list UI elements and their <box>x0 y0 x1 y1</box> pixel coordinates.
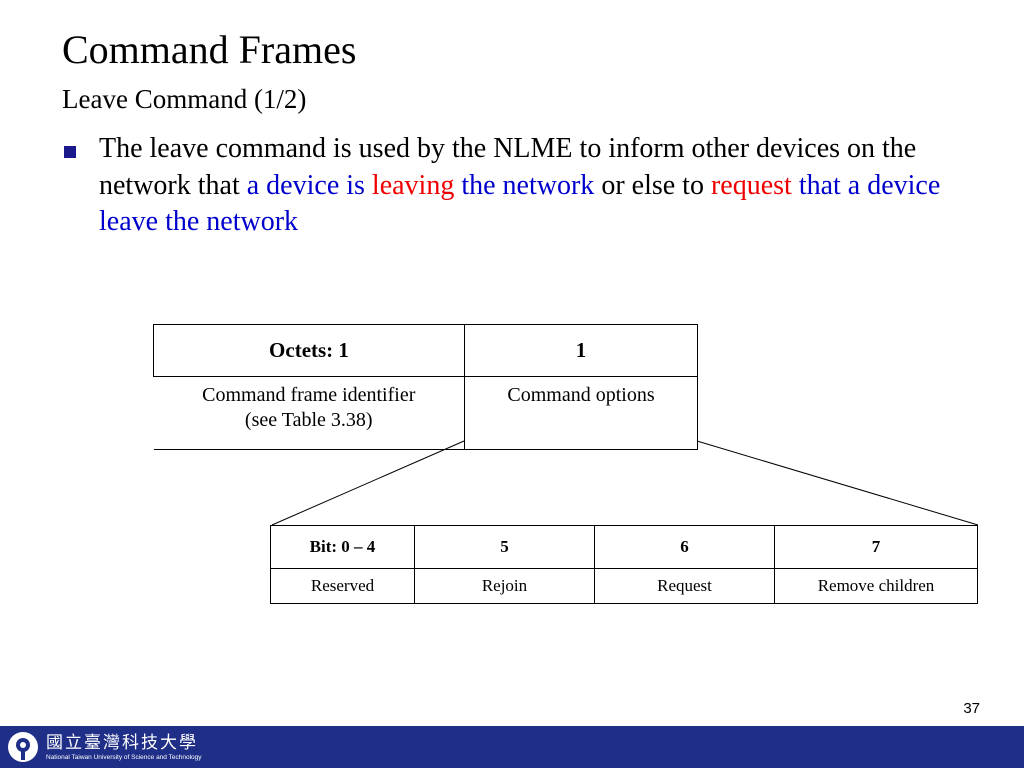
bullet-text-part: The leave command is used by the NLME to… <box>99 133 917 201</box>
table-reference-line: (see Table 3.38) <box>244 409 373 431</box>
square-bullet-icon <box>64 146 76 158</box>
octets-header-2: 1 <box>464 324 698 377</box>
bit-header-5: 5 <box>414 525 595 569</box>
bit-cell-remove-children: Remove children <box>774 568 978 604</box>
zoom-line-right <box>696 440 979 526</box>
bullet-text-space <box>365 170 372 201</box>
bullet-text-space <box>792 170 799 201</box>
command-frame-identifier-line: Command frame identifier <box>202 384 416 406</box>
bullet-text-part: or else to <box>594 169 711 201</box>
zoom-line-left <box>271 440 465 526</box>
university-name-english: National Taiwan University of Science an… <box>46 754 202 761</box>
bit-cell-rejoin: Rejoin <box>414 568 595 604</box>
page-number: 37 <box>963 700 980 717</box>
slide-subtitle: Leave Command (1/2) <box>62 84 307 114</box>
bit-header-6: 6 <box>594 525 775 569</box>
footer-bar: 國立臺灣科技大學 National Taiwan University of S… <box>0 726 1024 768</box>
command-frame-table: Octets: 1 1 Command frame identifier (se… <box>153 324 698 450</box>
highlight-device-leave: that a device leave the network <box>99 169 941 238</box>
university-name-chinese: 國立臺灣科技大學 <box>46 733 198 753</box>
command-frame-identifier-cell: Command frame identifier (see Table 3.38… <box>153 376 465 450</box>
university-logo-icon <box>8 732 38 762</box>
highlight-leaving: leaving <box>371 169 455 201</box>
command-options-bit-table: Bit: 0 – 4 5 6 7 Reserved Rejoin Request… <box>270 525 978 604</box>
bit-header-0-4: Bit: 0 – 4 <box>270 525 415 569</box>
slide-title: Command Frames <box>62 27 357 72</box>
highlight-request: request <box>710 169 792 201</box>
highlight-the-network: the network <box>461 169 595 201</box>
bit-cell-reserved: Reserved <box>270 568 415 604</box>
command-options-cell: Command options <box>464 376 698 450</box>
bit-header-7: 7 <box>774 525 978 569</box>
bullet-text: The leave command is used by the NLME to… <box>99 131 979 241</box>
octets-header-1: Octets: 1 <box>153 324 465 377</box>
highlight-a-device-is: a device is <box>246 169 365 201</box>
bit-cell-request: Request <box>594 568 775 604</box>
